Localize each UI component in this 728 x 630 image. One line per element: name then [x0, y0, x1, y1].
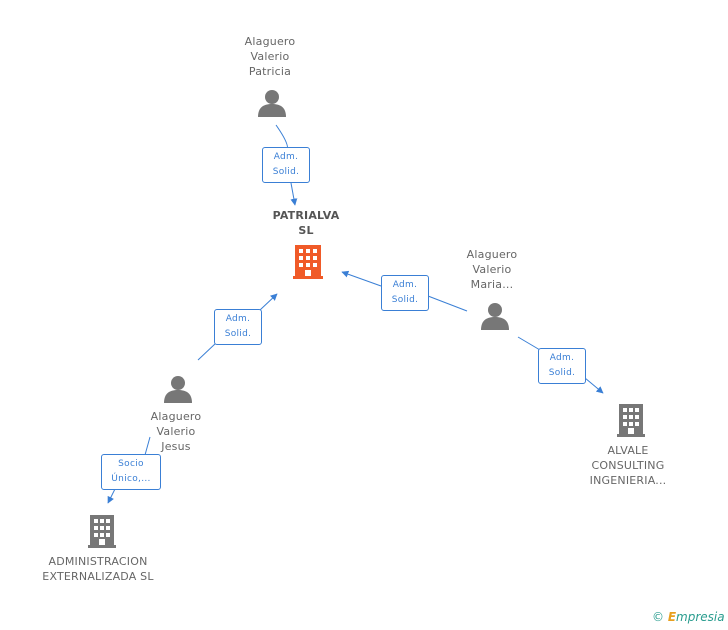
edge-label-line: Adm.	[392, 280, 418, 290]
edge-label-jesus-center[interactable]: Adm. Solid.	[214, 309, 262, 345]
node-label-line: EXTERNALIZADA SL	[42, 570, 154, 583]
node-label-maria[interactable]: Alaguero Valerio Maria...	[452, 247, 532, 292]
brand-logo[interactable]: © Empresia	[652, 610, 725, 624]
edge-label-line: Único,...	[111, 474, 151, 484]
person-icon[interactable]	[164, 376, 192, 403]
node-label-line: Maria...	[470, 278, 514, 291]
edge-label-line: Adm.	[225, 314, 251, 324]
edge-line-patricia-center-tail	[290, 182, 298, 206]
node-label-line: ADMINISTRACION	[48, 555, 148, 568]
edge-label-line: Solid.	[224, 329, 252, 339]
edge-line-jesus-center-tail	[259, 293, 278, 311]
building-icon[interactable]	[617, 404, 645, 437]
node-label-line: PATRIALVA	[272, 209, 340, 222]
node-label-line: INGENIERIA...	[589, 474, 667, 487]
node-label-line: Patricia	[248, 65, 292, 78]
node-label-line: Alaguero	[150, 410, 202, 423]
node-label-administracion[interactable]: ADMINISTRACION EXTERNALIZADA SL	[36, 554, 160, 584]
node-label-line: Valerio	[250, 50, 290, 63]
brand-name: mpresia	[676, 610, 725, 624]
edge-label-line: Adm.	[549, 353, 575, 363]
edge-label-line: Solid.	[391, 295, 419, 305]
brand-initial: E	[667, 610, 677, 624]
node-label-alvale[interactable]: ALVALE CONSULTING INGENIERIA...	[582, 443, 674, 488]
node-label-line: CONSULTING	[591, 459, 665, 472]
edge-label-maria-alvale[interactable]: Adm. Solid.	[538, 348, 586, 384]
edge-label-line: Adm.	[273, 152, 299, 162]
node-label-jesus[interactable]: Alaguero Valerio Jesus	[136, 409, 216, 454]
edge-label-jesus-administracion[interactable]: Socio Único,...	[101, 454, 161, 490]
node-label-line: Jesus	[161, 440, 191, 453]
edge-line-maria-center-tail	[341, 270, 382, 287]
edge-line-jesus-administracion	[144, 436, 151, 456]
edge-line-maria-alvale-tail	[584, 377, 604, 394]
edge-line-jesus-center	[197, 342, 217, 361]
building-icon-main[interactable]	[293, 245, 323, 279]
edge-label-line: Socio	[118, 459, 144, 469]
copyright-symbol: ©	[652, 610, 664, 624]
building-icon[interactable]	[88, 515, 116, 548]
edge-label-maria-center[interactable]: Adm. Solid.	[381, 275, 429, 311]
node-label-line: Valerio	[156, 425, 196, 438]
node-label-center[interactable]: PATRIALVA SL	[258, 208, 354, 238]
edge-line-maria-center	[427, 295, 468, 312]
node-label-line: SL	[298, 224, 314, 237]
node-label-line: Alaguero	[466, 248, 518, 261]
edge-label-patricia-center[interactable]: Adm. Solid.	[262, 147, 310, 183]
edge-line-maria-alvale	[517, 336, 541, 351]
person-icon[interactable]	[258, 90, 286, 117]
edge-label-line: Solid.	[272, 167, 300, 177]
node-label-line: Valerio	[472, 263, 512, 276]
node-label-line: ALVALE	[607, 444, 649, 457]
node-label-line: Alaguero	[244, 35, 296, 48]
node-label-patricia[interactable]: Alaguero Valerio Patricia	[230, 34, 310, 79]
person-icon[interactable]	[481, 303, 509, 330]
edge-label-line: Solid.	[548, 368, 576, 378]
